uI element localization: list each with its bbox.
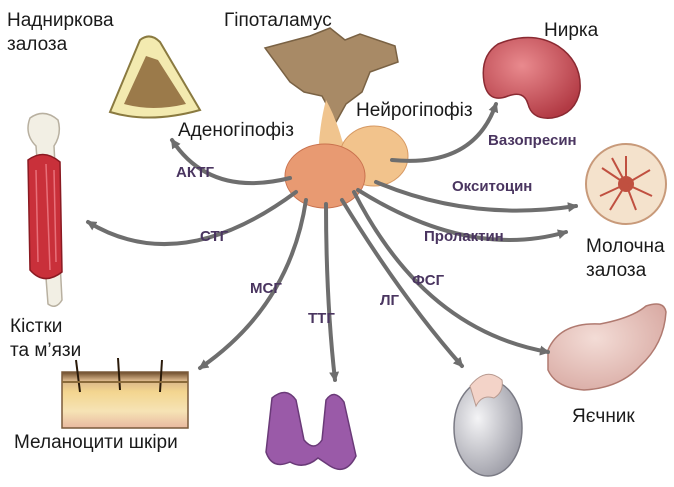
hormone-lh: ЛГ bbox=[380, 292, 399, 309]
thyroid-icon bbox=[266, 392, 356, 469]
mammary-label-line2: залоза bbox=[586, 260, 646, 282]
ovary-icon bbox=[548, 304, 666, 390]
mammary-label-line1: Молочна bbox=[586, 236, 665, 258]
skin-label: Меланоцити шкіри bbox=[14, 432, 178, 454]
mammary-gland-icon bbox=[586, 144, 666, 224]
adenohypophysis-label: Аденогіпофіз bbox=[178, 120, 294, 142]
adrenal-gland-icon bbox=[110, 36, 200, 117]
hypothalamus-label: Гіпоталамус bbox=[224, 10, 332, 32]
hormone-fsh: ФСГ bbox=[412, 272, 444, 289]
hormone-vasopressin: Вазопресин bbox=[488, 132, 577, 149]
bones-label-line2: та м’язи bbox=[10, 340, 81, 362]
ovary-label: Яєчник bbox=[572, 406, 635, 428]
testis-icon bbox=[454, 374, 522, 476]
arrow-gh bbox=[88, 192, 296, 244]
hormone-acth: АКТГ bbox=[176, 164, 214, 181]
hormone-gh: СТГ bbox=[200, 228, 228, 245]
hormone-oxytocin: Окситоцин bbox=[452, 178, 532, 195]
arrow-fsh bbox=[354, 192, 548, 352]
neurohypophysis-label: Нейрогіпофіз bbox=[356, 100, 473, 122]
kidney-label: Нирка bbox=[544, 20, 598, 42]
adrenal-label-line2: залоза bbox=[7, 34, 67, 56]
skin-icon bbox=[62, 358, 188, 428]
bone-muscle-icon bbox=[28, 113, 62, 306]
arrow-tsh bbox=[326, 204, 335, 380]
hormone-tsh: ТТГ bbox=[308, 310, 335, 327]
hormone-msh: МСГ bbox=[250, 280, 282, 297]
bones-label-line1: Кістки bbox=[10, 316, 62, 338]
adrenal-label-line1: Надниркова bbox=[7, 10, 114, 32]
hormone-prolactin: Пролактин bbox=[424, 228, 504, 245]
kidney-icon bbox=[483, 37, 580, 118]
